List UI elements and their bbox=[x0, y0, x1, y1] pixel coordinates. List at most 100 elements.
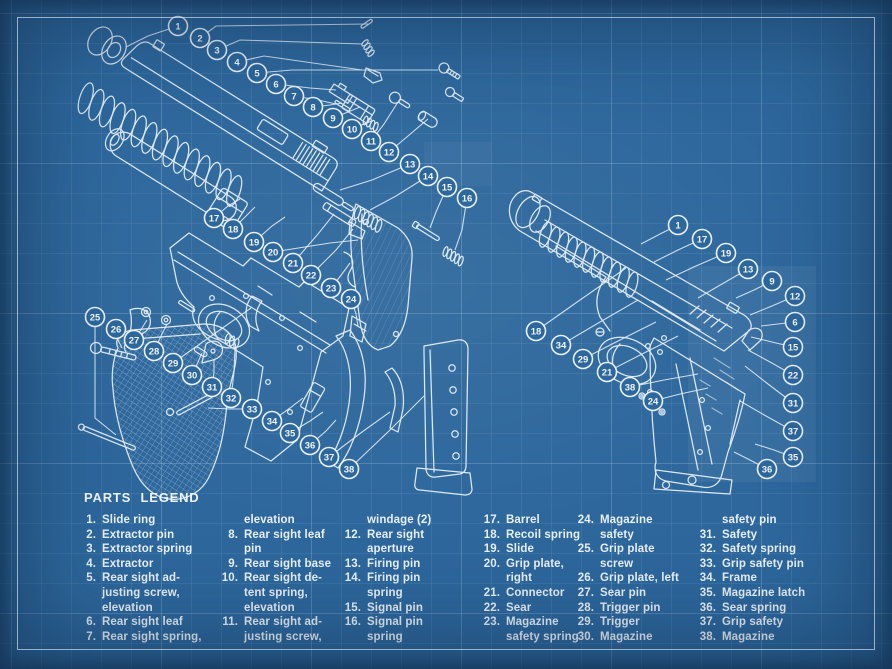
assembled-mag-base-hole bbox=[687, 475, 697, 485]
callout-7: 7 bbox=[283, 85, 305, 107]
svg-text:24: 24 bbox=[648, 396, 659, 407]
callout-9: 9 bbox=[761, 270, 783, 292]
legend-line: 24.Magazine bbox=[568, 514, 679, 529]
assembled-hammer bbox=[741, 327, 763, 351]
legend-line-text: elevation bbox=[244, 601, 295, 614]
legend-line: 28.Trigger pin bbox=[568, 602, 679, 617]
legend-line-number: 11. bbox=[222, 616, 238, 629]
svg-text:37: 37 bbox=[324, 452, 335, 463]
callout-1: 1 bbox=[167, 15, 189, 37]
svg-text:32: 32 bbox=[226, 393, 237, 404]
svg-text:9: 9 bbox=[769, 276, 774, 287]
legend-line-number: 38. bbox=[699, 630, 716, 643]
callout-35: 35 bbox=[782, 446, 804, 468]
legend-line-number: 3. bbox=[86, 543, 96, 556]
legend-line-number: 12. bbox=[344, 528, 361, 541]
legend-line-text: spring bbox=[367, 586, 403, 599]
legend-line-number bbox=[690, 514, 716, 529]
legend-line: 5.Rear sight ad- bbox=[70, 572, 202, 587]
legend-line-text: Rear sight leaf bbox=[102, 616, 183, 629]
callout-17: 17 bbox=[203, 207, 225, 229]
legend-line-text: Extractor spring bbox=[102, 543, 193, 556]
legend-line-number: 36. bbox=[699, 601, 716, 614]
signal-pin-spring-part bbox=[442, 246, 464, 267]
callout-22: 22 bbox=[782, 364, 804, 386]
legend-line: 22.Sear bbox=[474, 602, 580, 617]
legend-line-number: 19. bbox=[483, 543, 500, 556]
svg-text:35: 35 bbox=[285, 428, 296, 439]
svg-text:5: 5 bbox=[254, 68, 260, 79]
grip-plate-screw-part bbox=[89, 341, 137, 361]
rear-sight-screw-part bbox=[388, 91, 411, 109]
legend-line-number: 26. bbox=[577, 572, 594, 585]
legend-line-text: Rear sight ad- bbox=[244, 616, 323, 629]
legend-line-number bbox=[335, 631, 361, 646]
callout-12: 12 bbox=[378, 141, 400, 163]
svg-text:36: 36 bbox=[305, 440, 316, 451]
svg-text:13: 13 bbox=[743, 264, 754, 275]
legend-line: 10.Rear sight de- bbox=[212, 572, 331, 587]
legend-line: 36. Sear spring bbox=[690, 602, 805, 617]
legend-line: screw bbox=[568, 558, 679, 573]
svg-text:15: 15 bbox=[442, 182, 453, 193]
legend-line-text: Sear spring bbox=[722, 601, 787, 614]
assembled-front-sight bbox=[531, 193, 543, 204]
leader-line-22 bbox=[310, 228, 354, 276]
legend-line-text: right bbox=[506, 572, 533, 585]
legend-line: 17.Barrel bbox=[474, 514, 580, 529]
signal-pin-part bbox=[411, 220, 440, 242]
legend-line: 26.Grip plate, left bbox=[568, 572, 679, 587]
extractor-pin-part bbox=[360, 18, 373, 29]
legend-line: spring bbox=[335, 587, 431, 602]
leader-line-21 bbox=[292, 213, 335, 264]
legend-heading: PARTS LEGEND bbox=[84, 490, 200, 505]
legend-line: 15.Signal pin bbox=[335, 602, 431, 617]
legend-line-text: Grip plate, bbox=[506, 557, 564, 570]
svg-text:15: 15 bbox=[788, 342, 799, 353]
svg-text:8: 8 bbox=[310, 102, 315, 113]
svg-text:22: 22 bbox=[306, 270, 317, 281]
legend-line: 12.Rear sight bbox=[335, 529, 431, 544]
grip-safety-part bbox=[384, 367, 405, 433]
legend-line-number: 14. bbox=[344, 572, 361, 585]
legend-line: 25.Grip plate bbox=[568, 543, 679, 558]
callout-13: 13 bbox=[737, 258, 759, 280]
callout-1: 1 bbox=[667, 214, 689, 236]
leader-line-38 bbox=[348, 395, 425, 470]
legend-line-number: 33. bbox=[699, 557, 716, 570]
legend-line: 23.Magazine bbox=[474, 616, 580, 631]
callout-6: 6 bbox=[784, 311, 806, 333]
legend-line-text: Barrel bbox=[506, 514, 540, 526]
leader-line-29 bbox=[172, 307, 252, 364]
legend-line-text: justing screw, bbox=[102, 586, 180, 599]
elevation-screw-part bbox=[438, 62, 461, 80]
legend-line-text: Grip plate bbox=[600, 543, 655, 556]
svg-text:10: 10 bbox=[347, 124, 358, 135]
svg-text:35: 35 bbox=[788, 452, 799, 463]
svg-text:34: 34 bbox=[267, 416, 278, 427]
callout-8: 8 bbox=[302, 96, 324, 118]
assembled-slide bbox=[508, 190, 752, 352]
legend-line-number: 7. bbox=[86, 630, 96, 643]
callout-10: 10 bbox=[341, 118, 363, 140]
legend-line: elevation bbox=[212, 514, 331, 529]
legend-line-number: 18. bbox=[483, 528, 500, 541]
svg-text:13: 13 bbox=[405, 159, 416, 170]
callout-11: 11 bbox=[360, 130, 382, 152]
legend-line: 2.Extractor pin bbox=[70, 529, 202, 544]
assembled-frame-edge bbox=[651, 300, 701, 331]
callout-38: 38 bbox=[338, 458, 360, 480]
leader-line-20 bbox=[272, 239, 359, 253]
legend-line-text: safety bbox=[600, 528, 634, 541]
svg-text:12: 12 bbox=[790, 291, 801, 302]
leader-line-31 bbox=[744, 365, 794, 404]
legend-line: 16.Signal pin bbox=[335, 616, 431, 631]
legend-line-text: windage (2) bbox=[367, 514, 432, 526]
long-pin-part bbox=[77, 423, 136, 451]
legend-line-text: Rear sight ad- bbox=[102, 572, 181, 585]
callout-37: 37 bbox=[782, 420, 804, 442]
callout-5: 5 bbox=[246, 62, 268, 84]
legend-line: safety pin bbox=[690, 514, 805, 529]
